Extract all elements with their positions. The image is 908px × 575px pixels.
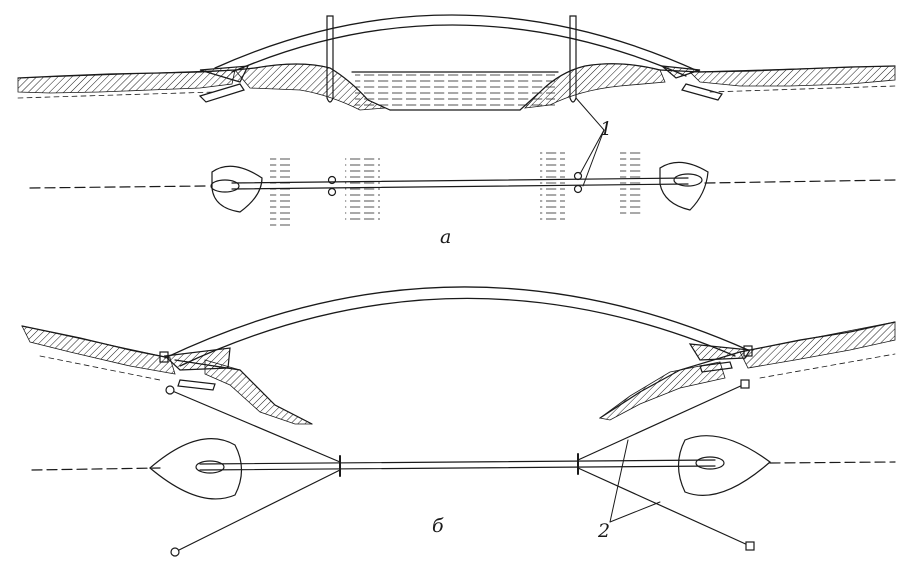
left-post	[326, 15, 334, 103]
right-end-cap-b	[743, 345, 753, 357]
water-body	[355, 72, 555, 108]
guy-lines	[169, 383, 751, 553]
callout-1-leaders	[575, 97, 605, 187]
pipeline-arc-inner	[231, 24, 687, 77]
right-pit-core-b	[695, 456, 725, 470]
left-pipe-end	[198, 83, 245, 103]
right-bank-b	[599, 361, 726, 421]
right-pipe-end	[681, 83, 723, 101]
callout-1-label: 1	[600, 118, 613, 140]
right-pit-core-a	[673, 173, 703, 187]
plan-rollers	[327, 171, 583, 197]
fig-a-elevation	[17, 14, 896, 111]
pipeline-arc-b-outer	[164, 286, 749, 359]
right-pipe-end-b	[699, 361, 733, 373]
left-slope-texture	[21, 325, 176, 375]
right-trench-wedge	[660, 65, 701, 79]
left-pit-core-b	[195, 460, 225, 474]
right-bank-b-edge	[599, 351, 741, 419]
callout-2-label: 2	[598, 520, 611, 542]
left-ground-dash	[17, 91, 216, 99]
callout-2-leaders	[609, 439, 661, 523]
fig-b-plan	[31, 379, 896, 557]
pipeline-plan-a-bottom	[231, 183, 689, 190]
figure-b-label: б	[432, 515, 444, 537]
left-pit-core-a	[210, 179, 240, 193]
right-ground-dash	[709, 85, 896, 93]
pipeline-arc-outer	[214, 14, 701, 73]
anchor-points	[165, 379, 755, 557]
left-trench-wedge-b	[163, 347, 231, 371]
left-end-cap-b	[159, 351, 169, 363]
fig-a-plan	[29, 150, 896, 226]
right-pit-plan-a	[659, 161, 709, 211]
right-bank-fill	[523, 63, 666, 109]
left-pit-plan-b	[149, 438, 243, 500]
left-bank-b	[204, 359, 313, 425]
right-ground-texture	[689, 65, 896, 87]
right-trench-wedge-b	[688, 343, 752, 361]
pipeline-arc-b-inner	[179, 297, 736, 367]
left-slope-dash	[39, 355, 161, 381]
plan-bank-blocks	[270, 150, 642, 226]
right-slope-texture	[739, 321, 896, 369]
river-axis-right-b	[769, 461, 896, 464]
pipeline-plan-b-top	[199, 459, 716, 465]
right-pit-plan-b	[677, 435, 771, 496]
fig-b-elevation	[21, 286, 896, 425]
left-pit-plan-a	[211, 165, 263, 213]
left-bank-fill	[234, 63, 387, 111]
river-axis-right-a	[704, 179, 896, 184]
right-slope-dash	[759, 353, 896, 379]
figure-a-label: а	[440, 226, 452, 248]
pipeline-plan-a-top	[231, 177, 689, 184]
river-axis-left-b	[31, 467, 161, 471]
river-axis-left-a	[29, 185, 206, 189]
pipeline-plan-b-bottom	[199, 465, 716, 471]
left-pipe-end-b	[177, 379, 216, 391]
